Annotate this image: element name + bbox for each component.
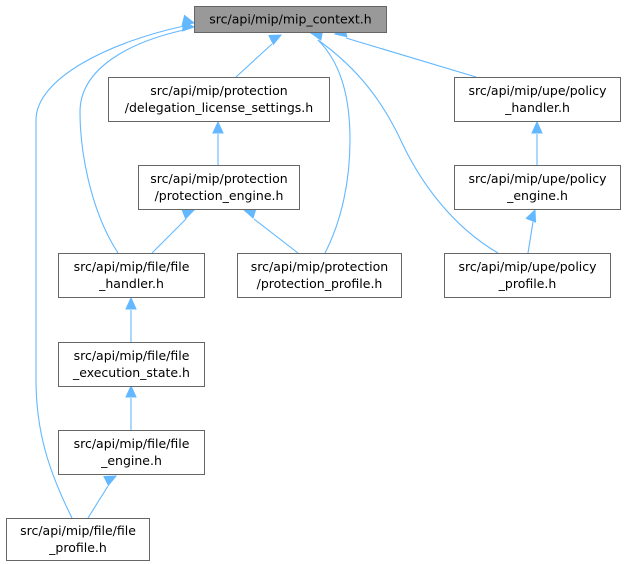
node-label-line: /protection_engine.h bbox=[155, 188, 284, 203]
edge-prot_engine-to-delegation bbox=[212, 120, 224, 165]
edge-line bbox=[317, 39, 351, 254]
node-label-line: src/api/mip/file/file bbox=[74, 348, 190, 363]
node-upe-handler[interactable]: src/api/mip/upe/policy _handler.h bbox=[454, 77, 621, 122]
node-label-line: src/api/mip/protection bbox=[251, 259, 388, 274]
node-box bbox=[454, 77, 621, 122]
node-box bbox=[138, 165, 300, 210]
edge-upe_profile-to-mip_context bbox=[307, 27, 499, 254]
arrowhead-icon bbox=[212, 120, 224, 134]
edge-line bbox=[35, 25, 185, 519]
arrowhead-icon bbox=[268, 34, 283, 46]
edge-line bbox=[151, 218, 187, 254]
edge-file_exec-to-file_handler bbox=[125, 296, 137, 342]
edge-line bbox=[527, 221, 534, 254]
node-upe-profile[interactable]: src/api/mip/upe/policy _profile.h bbox=[444, 253, 611, 298]
node-label-line: /delegation_license_settings.h bbox=[125, 100, 313, 115]
node-label-line: src/api/mip/protection bbox=[150, 83, 287, 98]
node-label-line: _engine.h bbox=[506, 188, 568, 203]
node-delegation[interactable]: src/api/mip/protection/delegation_licens… bbox=[108, 77, 330, 122]
node-prot-profile[interactable]: src/api/mip/protection/protection_profil… bbox=[237, 253, 402, 298]
node-file-exec[interactable]: src/api/mip/file/file _execution_state.h bbox=[58, 342, 205, 387]
edge-prot_profile-to-mip_context bbox=[309, 29, 351, 254]
node-label-line: _engine.h bbox=[100, 453, 162, 468]
node-label-line: _handler.h bbox=[98, 276, 164, 291]
arrowhead-icon bbox=[125, 384, 137, 398]
node-file-profile[interactable]: src/api/mip/file/file _profile.h bbox=[6, 518, 150, 561]
edge-line bbox=[253, 218, 299, 254]
node-prot-engine[interactable]: src/api/mip/protection/protection_engine… bbox=[138, 165, 300, 210]
node-box bbox=[108, 77, 330, 122]
arrowhead-icon bbox=[125, 296, 137, 310]
node-label-line: _profile.h bbox=[498, 276, 557, 291]
edge-upe_profile-to-upe_engine bbox=[525, 208, 537, 254]
node-label-line: _handler.h bbox=[504, 100, 570, 115]
node-label-line: src/api/mip/file/file bbox=[74, 259, 190, 274]
arrowhead-icon bbox=[103, 475, 118, 487]
node-label-line: src/api/mip/file/file bbox=[74, 436, 190, 451]
arrowhead-icon bbox=[525, 208, 537, 223]
edge-file_engine-to-file_exec bbox=[125, 384, 137, 430]
node-label-line: src/api/mip/upe/policy bbox=[468, 83, 607, 98]
node-box bbox=[194, 6, 387, 33]
edge-line bbox=[79, 29, 185, 254]
node-file-handler[interactable]: src/api/mip/file/file _handler.h bbox=[58, 253, 205, 298]
node-box bbox=[58, 253, 205, 298]
node-upe-engine[interactable]: src/api/mip/upe/policy _engine.h bbox=[454, 165, 621, 210]
edge-upe_handler-to-mip_context bbox=[333, 26, 477, 78]
nodes-layer: src/api/mip/mip_context.h src/api/mip/pro… bbox=[6, 6, 621, 561]
arrowhead-icon bbox=[531, 120, 543, 134]
edge-file_profile-to-file_engine bbox=[87, 475, 118, 519]
node-box bbox=[444, 253, 611, 298]
node-label-line: src/api/mip/file/file bbox=[20, 523, 136, 538]
node-mip-context[interactable]: src/api/mip/mip_context.h bbox=[194, 6, 387, 33]
node-label-line: src/api/mip/mip_context.h bbox=[209, 12, 371, 27]
edge-upe_engine-to-upe_handler bbox=[531, 120, 543, 165]
edge-line bbox=[235, 43, 273, 78]
edge-delegation-to-mip_context bbox=[235, 34, 283, 78]
arrowhead-icon bbox=[181, 208, 196, 220]
node-box bbox=[58, 430, 205, 475]
node-box bbox=[6, 518, 150, 561]
node-label-line: src/api/mip/upe/policy bbox=[468, 171, 607, 186]
edge-file_profile-to-mip_context bbox=[35, 14, 196, 519]
edge-file_handler-to-prot_engine bbox=[151, 208, 196, 254]
node-box bbox=[237, 253, 402, 298]
node-label-line: src/api/mip/protection bbox=[150, 171, 287, 186]
edge-prot_profile-to-prot_engine bbox=[242, 207, 299, 254]
arrowhead-icon bbox=[181, 14, 196, 26]
node-label-line: _execution_state.h bbox=[72, 365, 190, 380]
edge-line bbox=[345, 37, 477, 78]
node-file-engine[interactable]: src/api/mip/file/file _engine.h bbox=[58, 430, 205, 475]
node-label-line: /protection_profile.h bbox=[257, 276, 383, 291]
edge-line bbox=[317, 39, 499, 254]
node-label-line: _profile.h bbox=[48, 540, 107, 555]
node-box bbox=[58, 342, 205, 387]
node-label-line: src/api/mip/upe/policy bbox=[458, 259, 597, 274]
edge-line bbox=[87, 485, 109, 519]
node-box bbox=[454, 165, 621, 210]
